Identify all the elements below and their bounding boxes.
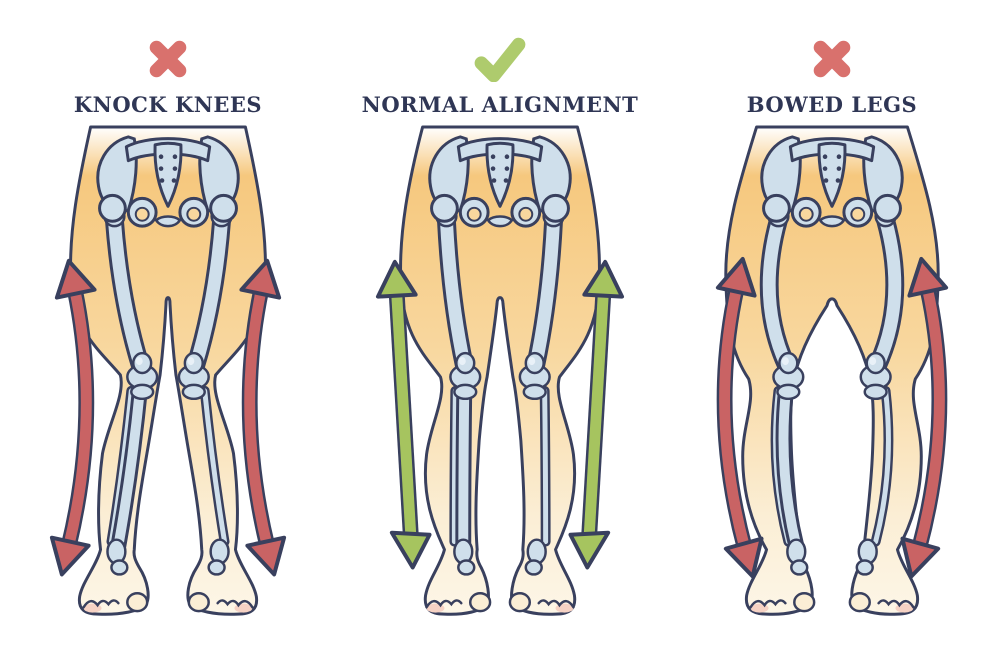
check-icon	[474, 37, 526, 82]
straight-arrow-right	[568, 259, 625, 570]
bowed-legs-figure	[715, 125, 949, 616]
panel-knock-knees: KNOCK KNEES	[8, 30, 328, 627]
curved-arrow-right	[239, 258, 287, 577]
leg-bones	[759, 205, 905, 576]
status-incorrect-1	[145, 30, 191, 82]
curved-arrow-right	[900, 256, 949, 579]
status-correct	[471, 30, 529, 82]
knock-knees-figure	[49, 125, 287, 616]
status-incorrect-2	[809, 30, 855, 82]
panel-title: KNOCK KNEES	[73, 92, 263, 117]
panel-title: BOWED LEGS	[746, 92, 918, 117]
x-icon	[149, 40, 187, 78]
straight-arrow-left	[375, 259, 432, 570]
panel-title: NORMAL ALIGNMENT	[361, 92, 639, 117]
leg-bones	[435, 205, 565, 576]
normal-alignment-figure	[375, 125, 625, 616]
leg-bones	[103, 205, 233, 576]
panel-normal-alignment: NORMAL ALIGNMENT	[340, 30, 660, 627]
curved-arrow-left	[49, 258, 97, 577]
curved-arrow-left	[715, 256, 764, 579]
x-icon	[813, 40, 851, 78]
panel-bowed-legs: BOWED LEGS	[672, 30, 992, 627]
